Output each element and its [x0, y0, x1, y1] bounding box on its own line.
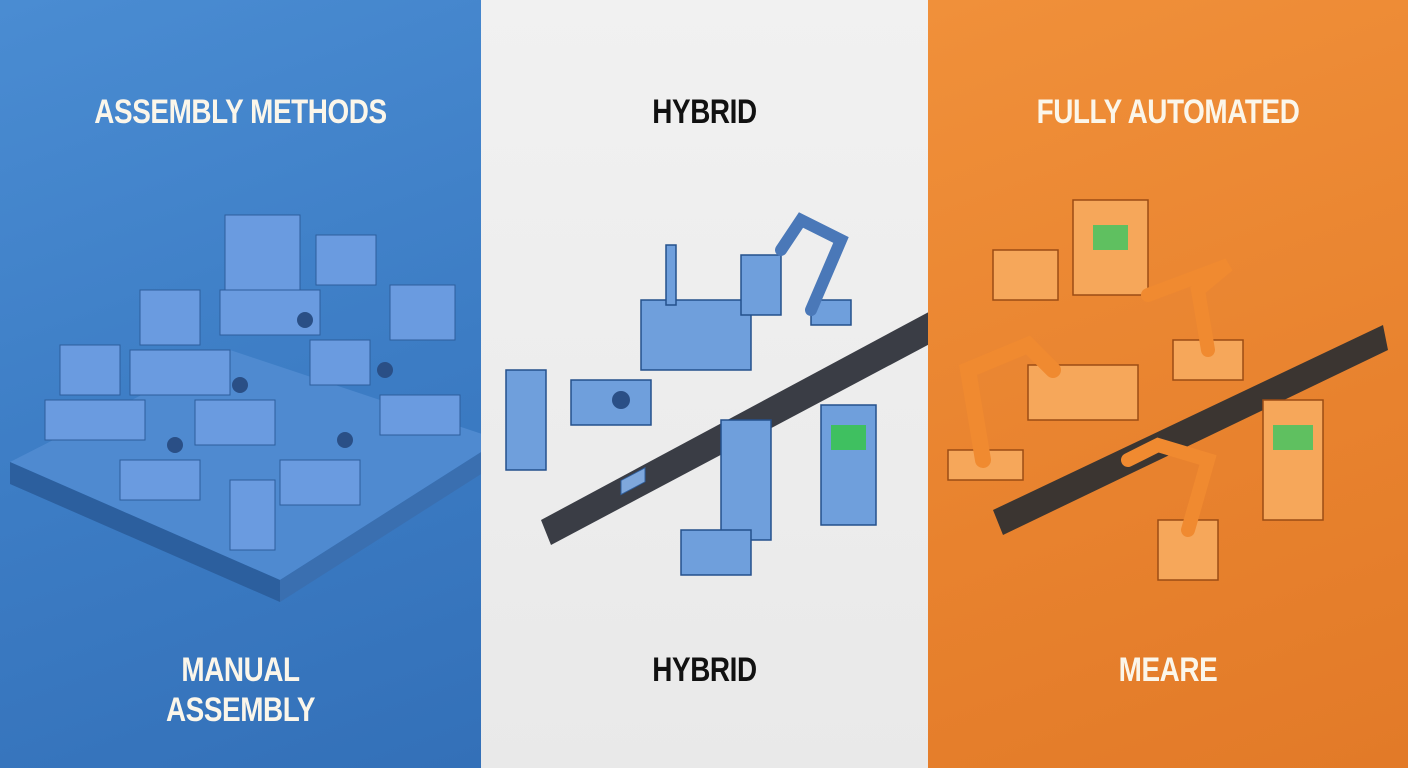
- caption-line: MEARE: [1118, 651, 1218, 689]
- caption-line: MANUAL: [181, 651, 300, 689]
- manual-assembly-panel: ASSEMBLY METHODS MANUAL ASSEMBLY: [0, 0, 481, 768]
- panel-title-manual: ASSEMBLY METHODS: [94, 93, 387, 131]
- panel-title-hybrid: HYBRID: [652, 93, 757, 131]
- caption-line: ASSEMBLY: [165, 691, 316, 729]
- panel-caption-manual: MANUAL ASSEMBLY: [43, 650, 437, 730]
- panel-caption-automated: MEARE: [971, 650, 1365, 690]
- automated-factory-illustration: [947, 199, 1388, 581]
- hybrid-line-illustration: [505, 212, 928, 576]
- panel-caption-hybrid: HYBRID: [521, 650, 888, 690]
- fully-automated-panel: FULLY AUTOMATED MEARE: [928, 0, 1408, 768]
- caption-line: HYBRID: [652, 651, 757, 689]
- panel-title-automated: FULLY AUTOMATED: [1036, 93, 1300, 131]
- hybrid-panel: HYBRID HYBRID: [481, 0, 928, 768]
- manual-workshop-illustration: [10, 214, 481, 602]
